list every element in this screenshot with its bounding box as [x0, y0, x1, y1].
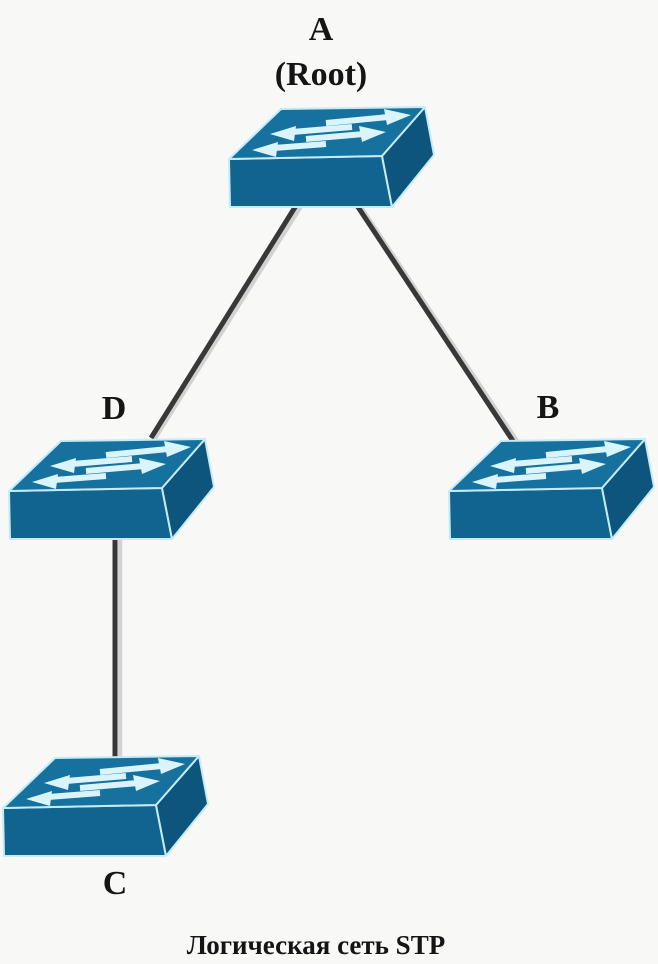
link-a-b — [353, 202, 520, 444]
link-d-c — [112, 530, 123, 763]
node-label-a: A (Root) — [275, 7, 368, 97]
node-label-a-sub: (Root) — [274, 56, 368, 93]
node-label-b: B — [536, 389, 560, 426]
node-label-c: C — [102, 865, 128, 902]
switch-icon-a — [228, 106, 436, 208]
switch-icon-c — [2, 755, 210, 857]
node-label-a-main: A — [308, 11, 334, 48]
diagram-caption: Логическая сеть STP — [186, 930, 446, 960]
link-a-d — [148, 202, 304, 441]
switch-icon-b — [448, 438, 656, 540]
node-label-d: D — [101, 390, 127, 427]
switch-icon-d — [8, 438, 216, 540]
